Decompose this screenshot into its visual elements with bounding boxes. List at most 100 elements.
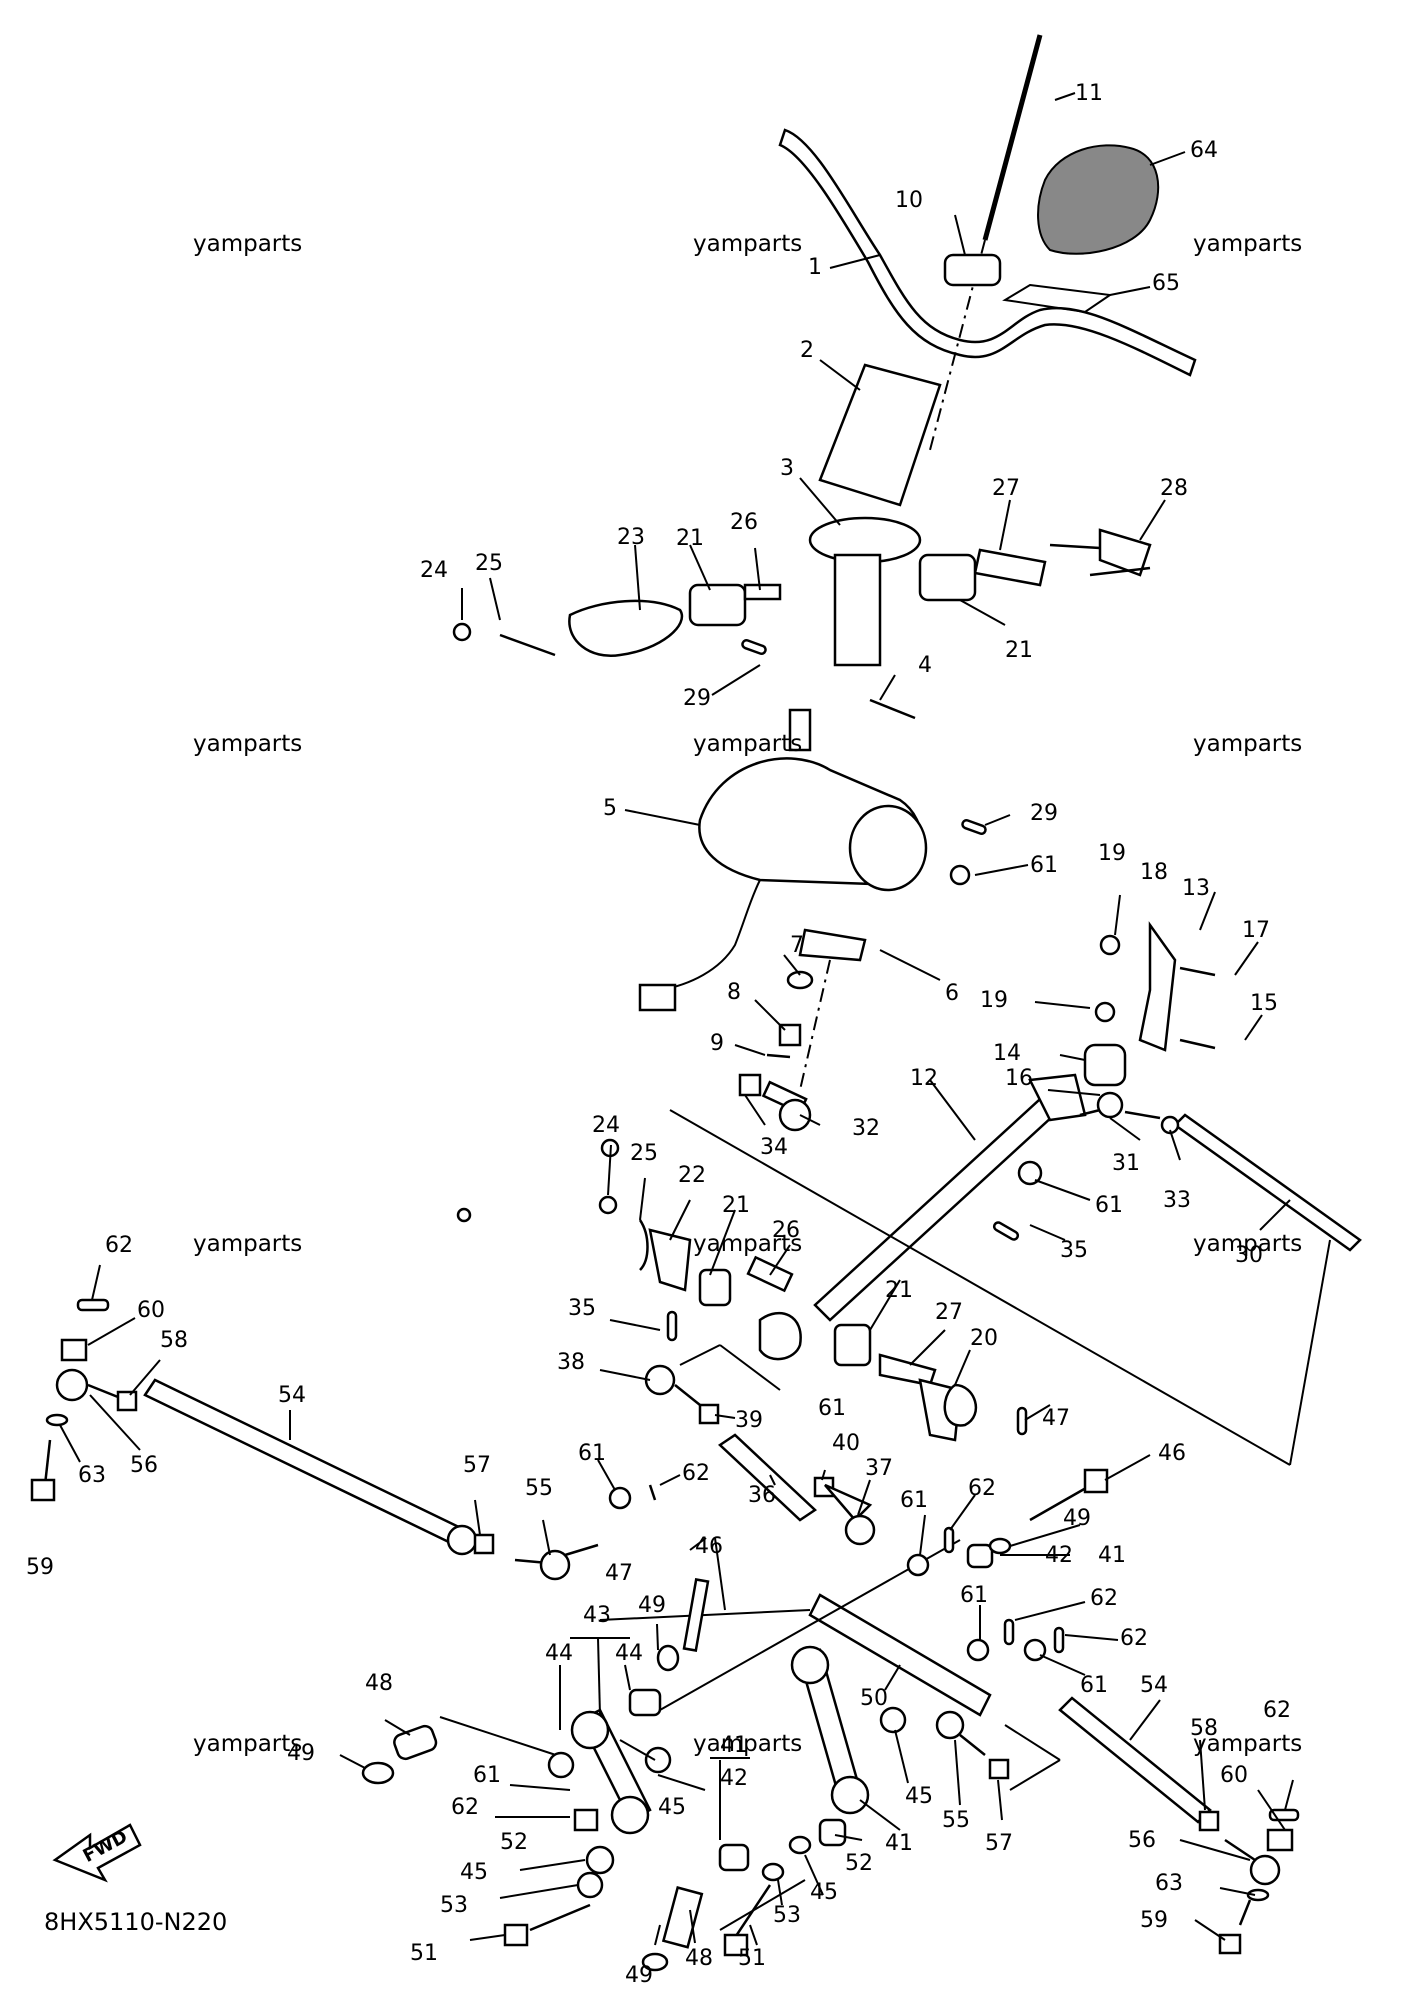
watermark: yamparts <box>193 1731 303 1757</box>
callout-51: 51 <box>410 1941 438 1966</box>
callout-49: 49 <box>287 1741 315 1766</box>
callout-8: 8 <box>727 980 741 1005</box>
handlebar <box>778 128 1197 377</box>
callout-20: 20 <box>970 1326 998 1351</box>
callout-58: 58 <box>1190 1716 1218 1741</box>
callout-26: 26 <box>730 510 758 535</box>
callout-47: 47 <box>605 1561 633 1586</box>
callout-62: 62 <box>968 1476 996 1501</box>
watermark: yamparts <box>193 1231 303 1257</box>
callout-54: 54 <box>1140 1673 1168 1698</box>
callout-47: 47 <box>1042 1406 1070 1431</box>
callout-32: 32 <box>852 1116 880 1141</box>
handlebar-clamp <box>943 253 1002 287</box>
callout-52: 52 <box>845 1851 873 1876</box>
callout-41: 41 <box>1098 1543 1126 1568</box>
callout-6: 6 <box>945 981 959 1006</box>
long-bolt <box>982 34 1043 241</box>
callout-59: 59 <box>1140 1908 1168 1933</box>
steering-column-housing <box>818 363 942 507</box>
watermark: yamparts <box>1193 1231 1303 1257</box>
callout-39: 39 <box>735 1408 763 1433</box>
callout-30: 30 <box>1235 1243 1263 1268</box>
callout-46: 46 <box>1158 1441 1186 1466</box>
diagram-code: 8HX5110-N220 <box>44 1908 228 1936</box>
callout-26: 26 <box>772 1218 800 1243</box>
callout-49: 49 <box>638 1593 666 1618</box>
callout-23: 23 <box>617 525 645 550</box>
callout-44: 44 <box>615 1641 643 1666</box>
callout-63: 63 <box>78 1463 106 1488</box>
callout-58: 58 <box>160 1328 188 1353</box>
callout-5: 5 <box>603 796 617 821</box>
callout-55: 55 <box>942 1808 970 1833</box>
eps-motor <box>848 804 928 892</box>
callout-61: 61 <box>473 1763 501 1788</box>
callout-59: 59 <box>26 1555 54 1580</box>
callout-61: 61 <box>818 1396 846 1421</box>
callout-21: 21 <box>676 526 704 551</box>
callout-2: 2 <box>800 338 814 363</box>
callout-62: 62 <box>451 1795 479 1820</box>
callout-17: 17 <box>1242 918 1270 943</box>
callout-21: 21 <box>722 1193 750 1218</box>
callout-34: 34 <box>760 1135 788 1160</box>
callout-61: 61 <box>1080 1673 1108 1698</box>
callout-7: 7 <box>790 933 804 958</box>
watermark: yamparts <box>693 731 803 757</box>
callout-18: 18 <box>1140 860 1168 885</box>
callout-57: 57 <box>985 1831 1013 1856</box>
callout-28: 28 <box>1160 476 1188 501</box>
callout-62: 62 <box>1090 1586 1118 1611</box>
callout-21: 21 <box>1005 638 1033 663</box>
eps-connector <box>638 983 677 1012</box>
callout-61: 61 <box>1095 1193 1123 1218</box>
callout-49: 49 <box>625 1963 653 1988</box>
short-rod <box>717 1433 818 1522</box>
callout-14: 14 <box>993 1041 1021 1066</box>
tie-rod-right <box>1058 1696 1212 1824</box>
callout-41: 41 <box>885 1831 913 1856</box>
callout-25: 25 <box>630 1141 658 1166</box>
callout-37: 37 <box>865 1456 893 1481</box>
callout-54: 54 <box>278 1383 306 1408</box>
callout-61: 61 <box>578 1441 606 1466</box>
callout-38: 38 <box>557 1350 585 1375</box>
callout-1: 1 <box>808 255 822 280</box>
callout-62: 62 <box>682 1461 710 1486</box>
callout-65: 65 <box>1152 271 1180 296</box>
callout-60: 60 <box>1220 1763 1248 1788</box>
callout-33: 33 <box>1163 1188 1191 1213</box>
callout-25: 25 <box>475 551 503 576</box>
callout-44: 44 <box>545 1641 573 1666</box>
callout-62: 62 <box>1263 1698 1291 1723</box>
callout-46: 46 <box>695 1534 723 1559</box>
callout-53: 53 <box>773 1903 801 1928</box>
callout-4: 4 <box>918 653 932 678</box>
callout-64: 64 <box>1190 138 1218 163</box>
callout-29: 29 <box>683 686 711 711</box>
pitman-arm <box>798 928 867 962</box>
watermark: yamparts <box>193 231 303 257</box>
callout-35: 35 <box>568 1296 596 1321</box>
watermark: yamparts <box>1193 731 1303 757</box>
watermark: yamparts <box>1193 231 1303 257</box>
callout-61: 61 <box>1030 853 1058 878</box>
callout-19: 19 <box>980 988 1008 1013</box>
watermark: yamparts <box>693 231 803 257</box>
callout-62: 62 <box>1120 1626 1148 1651</box>
callout-56: 56 <box>130 1453 158 1478</box>
callout-24: 24 <box>420 558 448 583</box>
callout-50: 50 <box>860 1686 888 1711</box>
callout-60: 60 <box>137 1298 165 1323</box>
cross-rod <box>1173 1113 1362 1252</box>
right-bracket <box>973 548 1047 587</box>
callout-42: 42 <box>1045 1543 1073 1568</box>
callout-24: 24 <box>592 1113 620 1138</box>
callout-49: 49 <box>1063 1506 1091 1531</box>
link-plate <box>808 1593 992 1717</box>
callout-16: 16 <box>1005 1066 1033 1091</box>
callout-27: 27 <box>935 1300 963 1325</box>
